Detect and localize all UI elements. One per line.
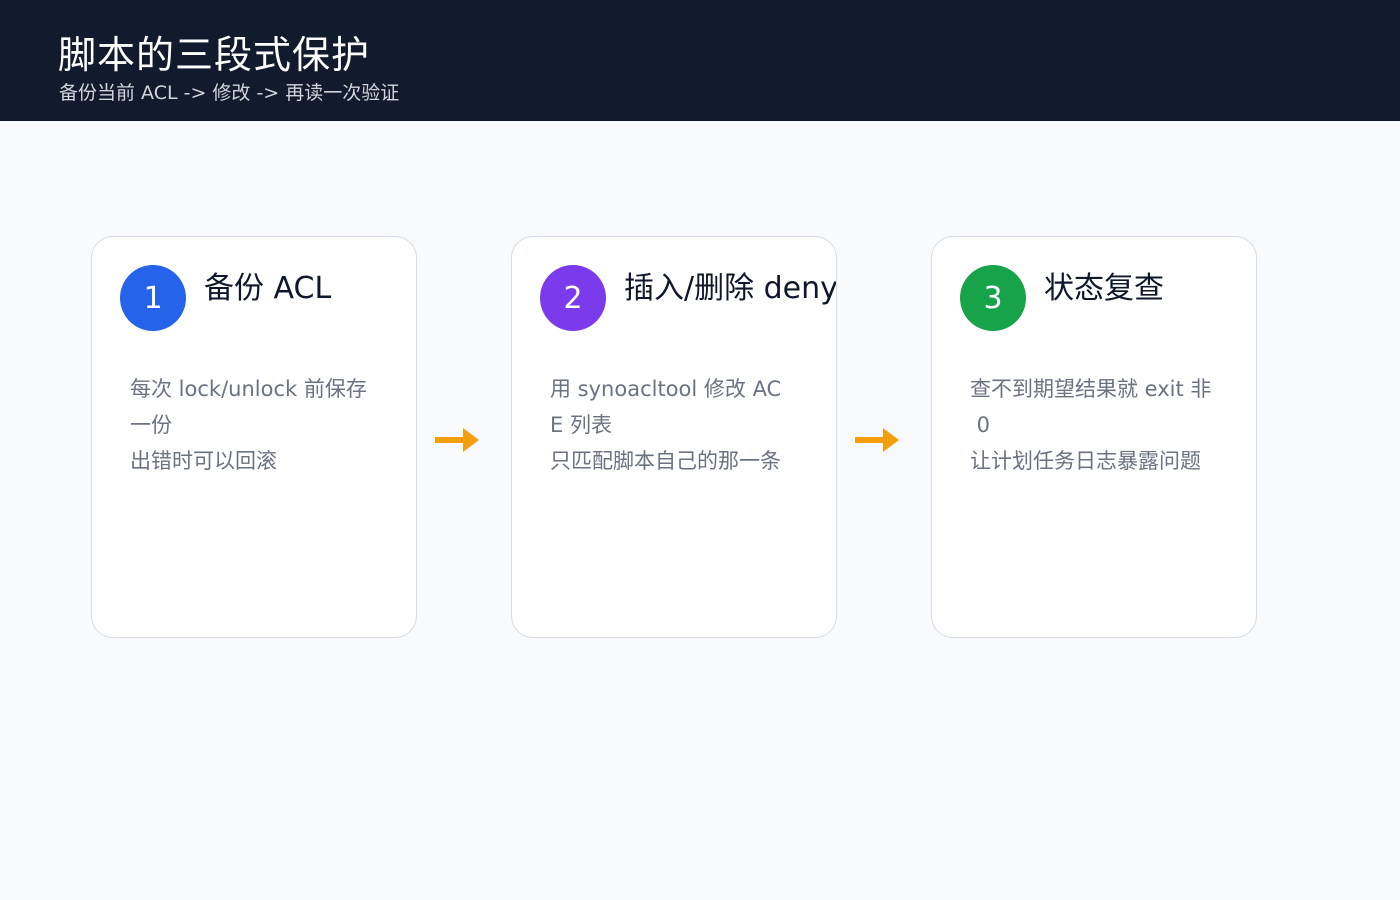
header-bar: 脚本的三段式保护 备份当前 ACL -> 修改 -> 再读一次验证 xyxy=(0,0,1400,121)
step-body-3: 查不到期望结果就 exit 非 0 让计划任务日志暴露问题 xyxy=(970,371,1224,479)
step-line: 每次 lock/unlock 前保存 xyxy=(130,377,367,401)
step-badge-3: 3 xyxy=(960,265,1026,331)
step-title-2: 插入/删除 deny xyxy=(624,271,837,306)
step-card-3: 3 状态复查 查不到期望结果就 exit 非 0 让计划任务日志暴露问题 xyxy=(931,236,1257,638)
step-line: 只匹配脚本自己的那一条 xyxy=(550,449,781,473)
step-line: 出错时可以回滚 xyxy=(130,449,277,473)
step-badge-1: 1 xyxy=(120,265,186,331)
arrow-right-icon xyxy=(435,428,479,452)
step-line: 让计划任务日志暴露问题 xyxy=(970,449,1201,473)
step-badge-2: 2 xyxy=(540,265,606,331)
step-line: 查不到期望结果就 exit 非 xyxy=(970,377,1212,401)
step-line: 0 xyxy=(970,413,991,437)
step-title-3: 状态复查 xyxy=(1044,271,1164,306)
page-title: 脚本的三段式保护 xyxy=(58,33,371,77)
step-body-2: 用 synoacltool 修改 AC E 列表 只匹配脚本自己的那一条 xyxy=(550,371,804,479)
step-card-2: 2 插入/删除 deny 用 synoacltool 修改 AC E 列表 只匹… xyxy=(511,236,837,638)
step-line: 用 synoacltool 修改 AC xyxy=(550,377,782,401)
step-line: 一份 xyxy=(130,413,172,437)
page-subtitle: 备份当前 ACL -> 修改 -> 再读一次验证 xyxy=(59,82,400,104)
arrow-right-icon xyxy=(855,428,899,452)
step-card-1: 1 备份 ACL 每次 lock/unlock 前保存 一份 出错时可以回滚 xyxy=(91,236,417,638)
step-title-1: 备份 ACL xyxy=(204,271,332,306)
step-line: E 列表 xyxy=(550,413,612,437)
step-body-1: 每次 lock/unlock 前保存 一份 出错时可以回滚 xyxy=(130,371,384,479)
